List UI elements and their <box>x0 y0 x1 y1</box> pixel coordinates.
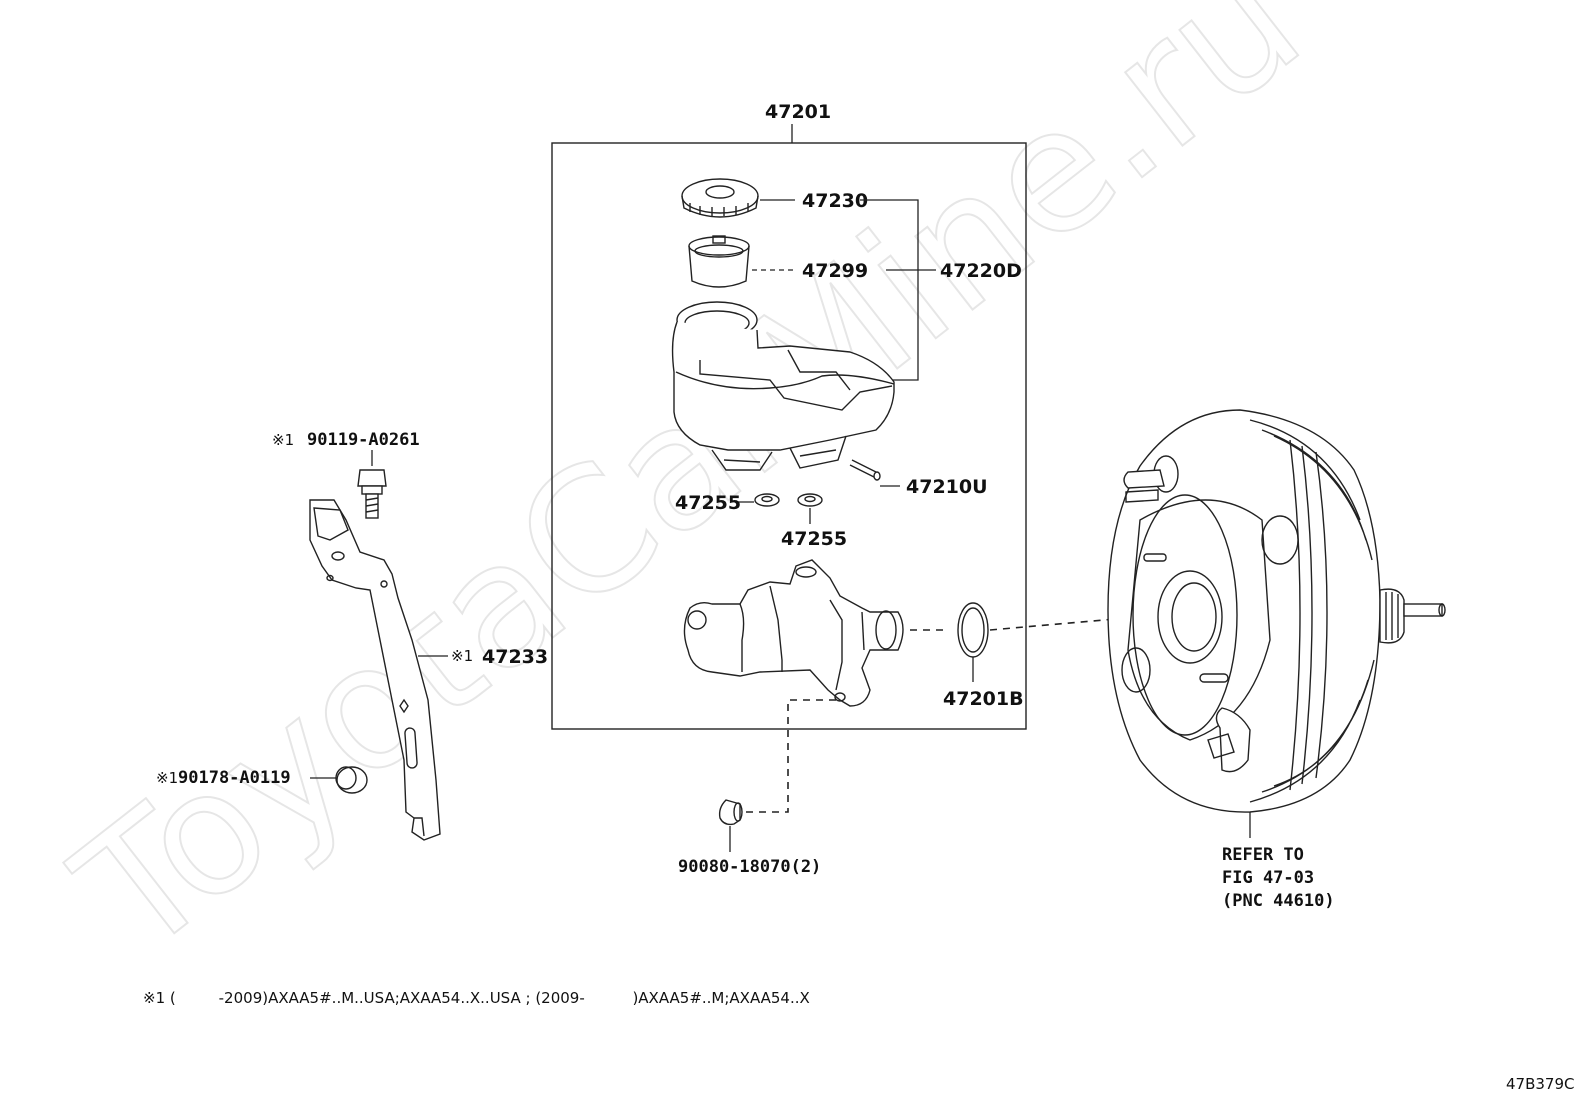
figure-code: 47B379C <box>1506 1075 1574 1093</box>
o-ring-icon[interactable] <box>957 602 989 658</box>
bolt-icon[interactable] <box>357 469 387 519</box>
strainer-icon[interactable] <box>688 235 750 288</box>
label-grommet-left[interactable]: 47255 <box>675 492 741 514</box>
label-plug[interactable]: 90080-18070(2) <box>678 857 821 877</box>
reservoir-cap-icon[interactable] <box>681 178 759 218</box>
label-grommet-right[interactable]: 47255 <box>781 528 847 550</box>
bracket-footnote-mark: ※1 <box>451 647 473 665</box>
clip-icon[interactable] <box>335 766 368 794</box>
master-cylinder-icon[interactable] <box>683 559 904 707</box>
label-bracket[interactable]: 47233 <box>482 646 548 668</box>
label-master-cylinder-assy[interactable]: 47201 <box>765 101 831 123</box>
reservoir-tank-icon[interactable] <box>671 301 895 471</box>
label-bolt[interactable]: 90119-A0261 <box>307 430 420 450</box>
plug-icon[interactable] <box>718 799 743 826</box>
clip-footnote-mark: ※1 <box>156 769 178 787</box>
booster-ref-line2[interactable]: FIG 47-03 <box>1222 868 1314 888</box>
bolt-footnote-mark: ※1 <box>272 431 294 449</box>
reservoir-pin-icon[interactable] <box>849 459 881 481</box>
label-strainer[interactable]: 47299 <box>802 260 868 282</box>
grommet-left-icon[interactable] <box>754 493 780 507</box>
bracket-icon[interactable] <box>309 499 441 841</box>
applicability-footnote: ※1 ( -2009)AXAA5#..M..USA;AXAA54..X..USA… <box>143 989 810 1007</box>
label-clip[interactable]: 90178-A0119 <box>178 768 291 788</box>
booster-ref-line3[interactable]: (PNC 44610) <box>1222 891 1335 911</box>
assembly-frame <box>551 142 1027 730</box>
label-reservoir-cap[interactable]: 47230 <box>802 190 868 212</box>
label-reservoir-sub-assy[interactable]: 47220D <box>940 260 1022 282</box>
booster-ref-line1[interactable]: REFER TO <box>1222 845 1304 865</box>
label-o-ring[interactable]: 47201B <box>943 688 1024 710</box>
grommet-right-icon[interactable] <box>797 493 823 507</box>
brake-booster-icon[interactable] <box>1107 409 1446 813</box>
label-reservoir-pin[interactable]: 47210U <box>906 476 988 498</box>
